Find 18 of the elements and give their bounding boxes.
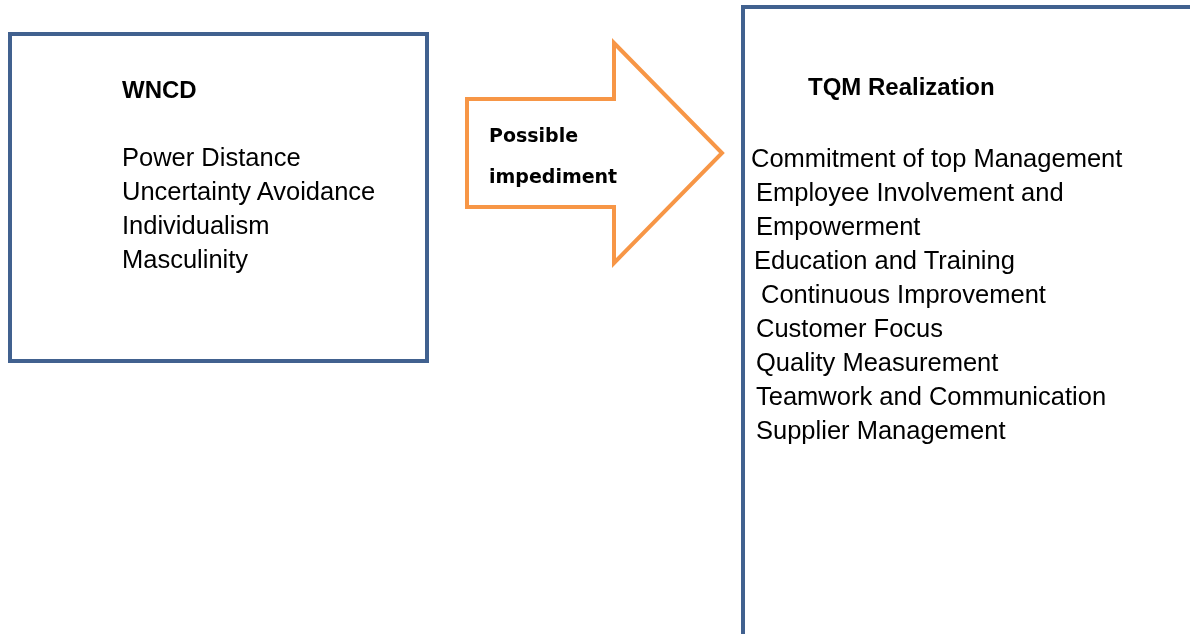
list-item: Continuous Improvement (761, 279, 1046, 310)
list-item: Power Distance (122, 142, 301, 173)
list-item: Individualism (122, 210, 270, 241)
list-item: Employee Involvement and Empowerment (756, 177, 1065, 242)
list-item: Education and Training (754, 245, 1015, 276)
list-item: Uncertainty Avoidance (122, 176, 376, 207)
block-arrow (465, 38, 725, 268)
rectangle-box (741, 5, 1190, 634)
list-item: Quality Measurement (756, 347, 999, 378)
box-heading: WNCD (122, 76, 197, 104)
edge-label: Possible impediment (489, 123, 619, 189)
rectangle-box (8, 32, 429, 363)
list-item: Customer Focus (756, 313, 944, 344)
list-item: Teamwork and Communication (756, 381, 1107, 412)
list-item: Supplier Management (756, 415, 1006, 446)
box-heading: TQM Realization (808, 73, 995, 101)
list-item: Commitment of top Management (751, 143, 1123, 174)
list-item: Masculinity (122, 244, 249, 275)
